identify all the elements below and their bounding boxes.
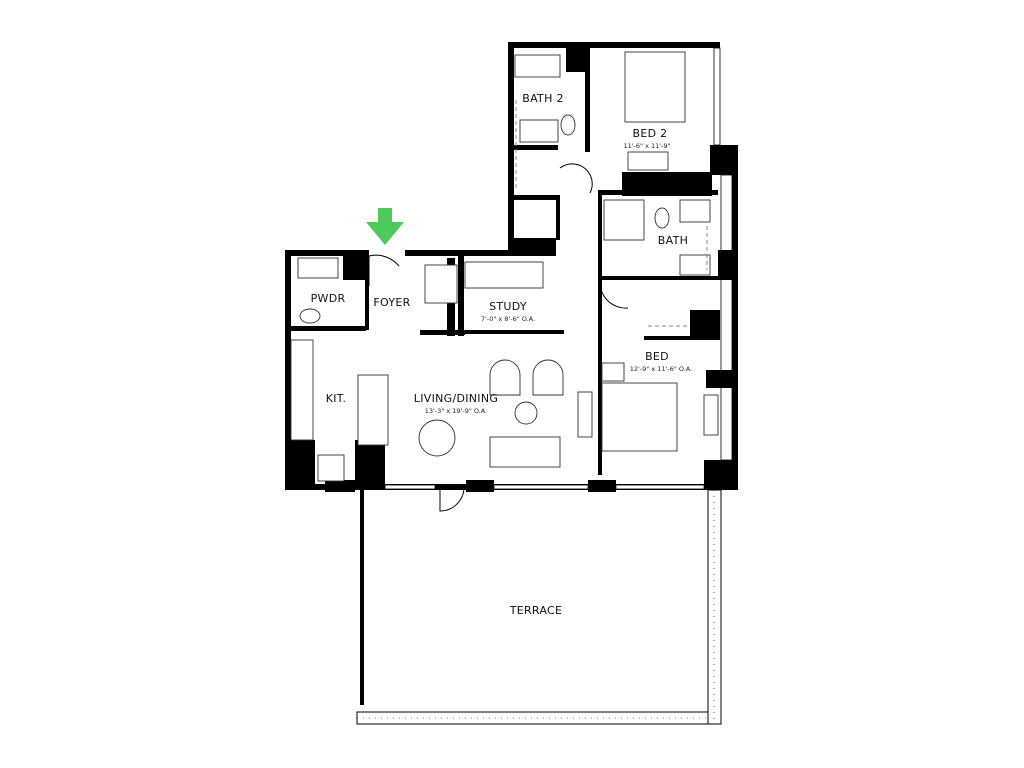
dining-table xyxy=(418,419,456,457)
label-study: STUDY xyxy=(489,300,527,313)
dims-bed2: 11'-6" x 11'-9" xyxy=(623,142,670,150)
fixtures xyxy=(290,51,719,482)
bed-bed xyxy=(601,382,678,452)
dims-living: 13'-3" x 19'-9" O.A. xyxy=(425,407,487,415)
dims-study: 7'-0" x 8'-6" O.A. xyxy=(481,315,535,323)
label-foyer: FOYER xyxy=(373,296,410,309)
sofa xyxy=(489,436,561,468)
room-labels: BATH 2 BED 2 11'-6" x 11'-9" BATH PWDR F… xyxy=(311,92,693,617)
label-kit: KIT. xyxy=(326,392,347,405)
exterior-walls xyxy=(285,42,738,492)
label-pwdr: PWDR xyxy=(311,292,346,305)
label-bed2: BED 2 xyxy=(633,127,668,140)
bed2-bed xyxy=(624,51,686,123)
interior-walls xyxy=(291,42,734,475)
entry-arrow-icon xyxy=(366,208,404,245)
label-bed: BED xyxy=(645,350,669,363)
label-bath2: BATH 2 xyxy=(522,92,564,105)
doors xyxy=(368,163,629,512)
dims-bed: 12'-9" x 11'-6" O.A. xyxy=(630,365,692,373)
label-terrace: TERRACE xyxy=(509,604,563,617)
terrace xyxy=(356,489,722,725)
label-living: LIVING/DINING xyxy=(414,392,498,405)
label-bath: BATH xyxy=(658,234,688,247)
